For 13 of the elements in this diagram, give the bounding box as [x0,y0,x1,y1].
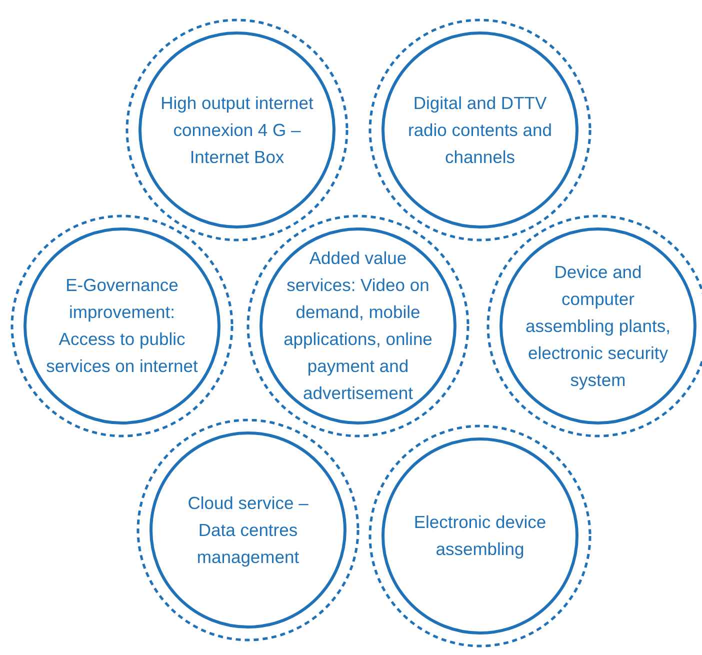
circle-node [125,18,349,242]
circle-node [10,214,234,438]
node-label: Electronic device assembling [412,511,548,561]
circle-node [136,418,360,642]
node-label: Device and computer assembling plants, electronic security system [524,260,672,392]
node-label: High output internet connexion 4 G – Internet Box [160,92,314,168]
node-label: Cloud service – Data centres management [186,492,310,569]
circle-node [368,18,592,242]
node-label: Digital and DTTV radio contents and channels [407,92,553,168]
circle-node [246,214,470,438]
node-label: Added value services: Video on demand, mobile applications, online payment and advertisement [282,247,434,405]
circle-node [368,424,592,648]
node-label: E-Governance improvement: Access to public services on internet [45,274,199,378]
